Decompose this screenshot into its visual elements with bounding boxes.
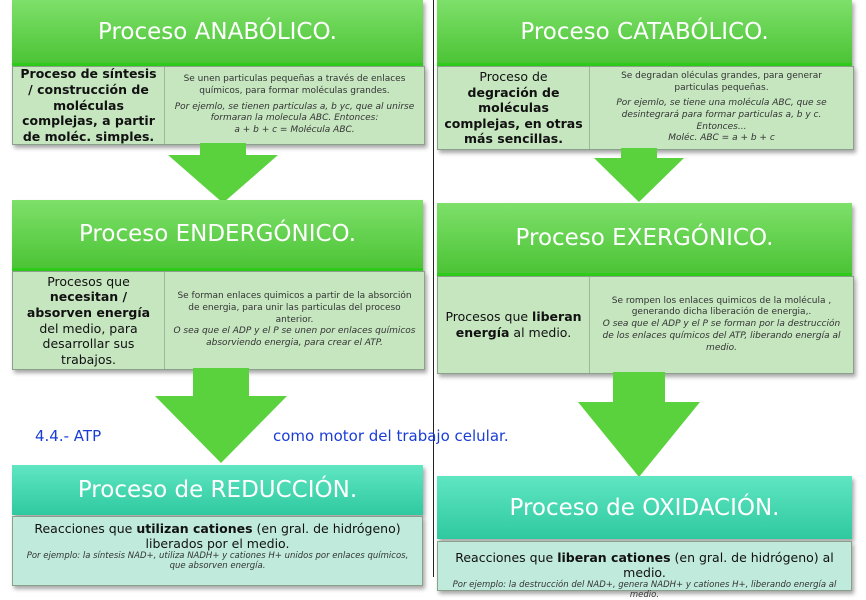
oxidation-example: Por ejemplo: la destrucción del NAD+, ge… — [452, 580, 837, 600]
oxidation-title: Proceso de OXIDACIÓN. — [509, 494, 780, 521]
reduction-body: Reacciones que utilizan cationes (en gra… — [12, 516, 423, 586]
anabolic-description: Se unen particulas pequeñas a través de … — [174, 74, 415, 136]
exergonic-body: Procesos que liberan energía al medio. S… — [437, 276, 854, 374]
anabolic-body: Proceso de síntesis / construcción de mo… — [12, 66, 425, 145]
catabolic-title: Proceso CATABÓLICO. — [520, 18, 769, 45]
reduction-header: Proceso de REDUCCIÓN. — [12, 465, 423, 515]
endergonic-description: Se forman enlaces quimicos a partir de l… — [173, 291, 416, 349]
endergonic-title: Proceso ENDERGÓNICO. — [78, 221, 357, 247]
catabolic-description: Se degradan oléculas grandes, para gener… — [616, 70, 827, 144]
exergonic-description: Se rompen los enlaces quimicos de la mol… — [602, 295, 841, 353]
catabolic-definition: Proceso de degración de moléculas comple… — [438, 67, 590, 149]
exergonic-title: Proceso EXERGÓNICO. — [515, 225, 774, 251]
endergonic-header: Proceso ENDERGÓNICO. — [12, 200, 423, 271]
down-arrow-icon — [578, 372, 700, 477]
column-divider — [433, 0, 434, 577]
catabolic-body: Proceso de degración de moléculas comple… — [437, 66, 854, 150]
catabolic-header: Proceso CATABÓLICO. — [437, 0, 852, 66]
oxidation-definition: Reacciones que liberan cationes (en gral… — [455, 550, 834, 580]
exergonic-header: Proceso EXERGÓNICO. — [437, 203, 852, 276]
oxidation-body: Reacciones que liberan cationes (en gral… — [437, 541, 852, 600]
endergonic-body: Procesos que necesitan / absorven energí… — [12, 271, 425, 370]
section-caption: como motor del trabajo celular. — [273, 427, 509, 445]
down-arrow-icon — [594, 148, 684, 202]
oxidation-header: Proceso de OXIDACIÓN. — [437, 476, 852, 539]
down-arrow-icon — [168, 143, 278, 203]
anabolic-title: Proceso ANABÓLICO. — [98, 18, 337, 45]
down-arrow-icon — [155, 368, 287, 463]
reduction-title: Proceso de REDUCCIÓN. — [77, 477, 358, 503]
anabolic-header: Proceso ANABÓLICO. — [12, 0, 423, 66]
exergonic-definition: Procesos que liberan energía al medio. — [438, 277, 590, 373]
reduction-definition: Reacciones que utilizan cationes (en gra… — [34, 521, 401, 551]
anabolic-definition: Proceso de síntesis / construcción de mo… — [13, 66, 165, 144]
reduction-example: Por ejemplo: la síntesis NAD+, utiliza N… — [26, 551, 409, 571]
endergonic-definition: Procesos que necesitan / absorven energí… — [13, 272, 165, 369]
section-number: 4.4.- ATP — [35, 427, 102, 445]
